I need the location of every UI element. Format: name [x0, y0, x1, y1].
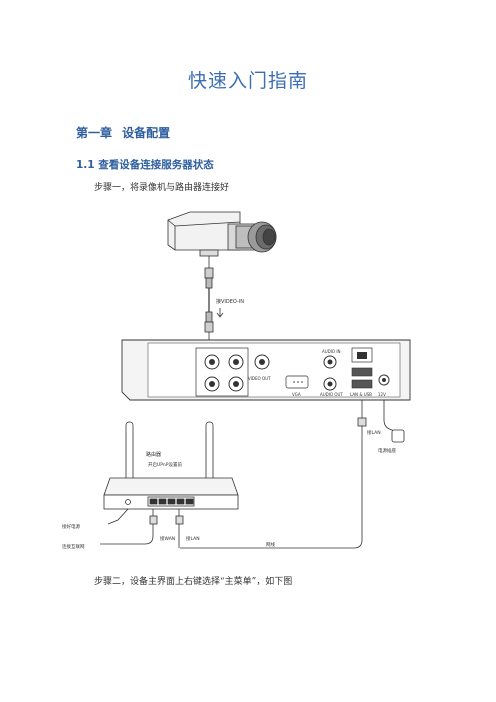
vga-label: VGA	[292, 392, 301, 397]
step-one-text: 步骤一，将录像机与路由器连接好	[94, 183, 230, 193]
arrow-down-icon	[216, 308, 224, 318]
lan-label: 接LAN	[186, 535, 200, 542]
page-title: 快速入门指南	[187, 70, 308, 92]
dc-label: 12V	[378, 392, 386, 397]
audio-out-label: AUDIO OUT	[320, 392, 343, 397]
router-cables	[100, 508, 184, 548]
nvr-lan-label: 接LAN	[367, 429, 381, 436]
video-cable	[204, 256, 214, 352]
section-heading: 1.1 查看设备连接服务器状态	[76, 159, 214, 171]
video-out-label: VIDEO OUT	[248, 376, 271, 381]
router-label: 路由器	[146, 451, 161, 458]
power-adapter-label: 电源插座	[378, 447, 396, 454]
audio-in-label: AUDIO IN	[322, 349, 341, 354]
video-in-label: 接VIDEO-IN	[216, 298, 244, 305]
wan-label: 接WAN	[160, 535, 175, 542]
nvr-back-panel	[121, 339, 411, 401]
power-cable	[383, 400, 405, 443]
nvr-lan-cable	[180, 400, 367, 549]
camera-illustration	[167, 211, 277, 257]
router-sub-label: 开启UPnP设置前	[148, 461, 182, 468]
internet-label: 连接互联网	[62, 543, 85, 550]
chapter-heading: 第一章 设备配置	[76, 126, 171, 140]
cable-label: 网线	[266, 541, 275, 548]
lan-usb-label: LAN & USB	[350, 392, 372, 397]
step-two-text: 步骤二，设备主界面上右键选择“主菜单”，如下图	[94, 577, 293, 587]
router-illustration	[103, 421, 239, 510]
router-power-label: 接好电源	[62, 523, 80, 530]
